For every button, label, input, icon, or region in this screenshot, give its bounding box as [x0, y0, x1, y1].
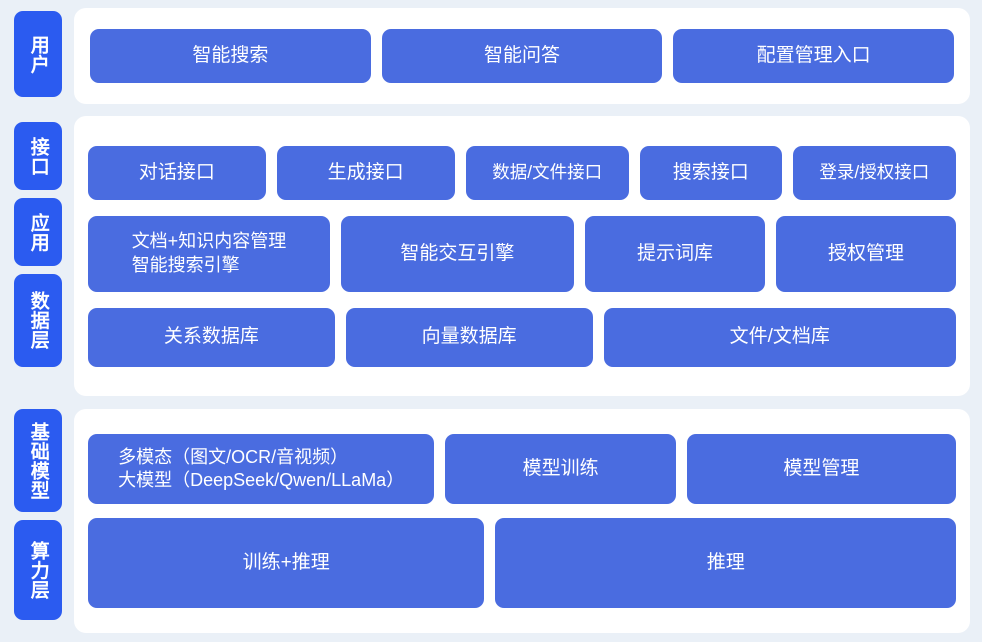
layer-tab-interface[interactable]: 接口 [14, 122, 62, 190]
box-prompt-library[interactable]: 提示词库 [584, 215, 765, 292]
section-model: 基础模型 算力层 多模态（图文/OCR/音视频） 大模型（DeepSeek/Qw… [14, 409, 970, 633]
row-user-entries: 智能搜索 智能问答 配置管理入口 [90, 29, 955, 83]
box-model-management[interactable]: 模型管理 [686, 434, 956, 504]
box-data-file-interface[interactable]: 数据/文件接口 [465, 145, 629, 200]
row-application: 文档+知识内容管理 智能搜索引擎 智能交互引擎 提示词库 授权管理 [88, 215, 956, 292]
row-interface: 对话接口 生成接口 数据/文件接口 搜索接口 登录/授权接口 [88, 145, 957, 200]
row-data-layer: 关系数据库 向量数据库 文件/文档库 [88, 307, 956, 367]
box-doc-knowledge-management[interactable]: 文档+知识内容管理 智能搜索引擎 [88, 215, 330, 292]
box-vector-database[interactable]: 向量数据库 [345, 307, 593, 367]
tab-column-stack: 接口 应用 数据层 [14, 116, 62, 396]
layer-tab-users[interactable]: 用户 [14, 11, 62, 97]
row-base-model: 多模态（图文/OCR/音视频） 大模型（DeepSeek/Qwen/LLaMa）… [88, 434, 956, 504]
row-compute-layer: 训练+推理 推理 [88, 518, 956, 608]
section-users: 用户 智能搜索 智能问答 配置管理入口 [14, 8, 970, 104]
box-smart-search[interactable]: 智能搜索 [90, 29, 371, 83]
box-relational-database[interactable]: 关系数据库 [88, 307, 335, 367]
panel-users: 智能搜索 智能问答 配置管理入口 [74, 8, 970, 104]
box-login-auth-interface[interactable]: 登录/授权接口 [792, 145, 957, 200]
section-stack: 接口 应用 数据层 对话接口 生成接口 数据/文件接口 搜索接口 登录/授权接口… [14, 116, 970, 396]
box-file-document-store[interactable]: 文件/文档库 [603, 307, 956, 367]
layer-tab-base-model[interactable]: 基础模型 [14, 409, 62, 512]
box-multimodal-large-model[interactable]: 多模态（图文/OCR/音视频） 大模型（DeepSeek/Qwen/LLaMa） [88, 434, 435, 504]
tab-column-users: 用户 [14, 8, 62, 104]
layer-tab-application[interactable]: 应用 [14, 198, 62, 266]
tab-column-model: 基础模型 算力层 [14, 409, 62, 633]
panel-stack: 对话接口 生成接口 数据/文件接口 搜索接口 登录/授权接口 文档+知识内容管理… [74, 116, 970, 396]
box-smart-qa[interactable]: 智能问答 [381, 29, 663, 83]
box-inference[interactable]: 推理 [495, 518, 956, 608]
layer-tab-data[interactable]: 数据层 [14, 274, 62, 367]
box-search-interface[interactable]: 搜索接口 [639, 145, 782, 200]
box-dialog-interface[interactable]: 对话接口 [88, 145, 266, 200]
box-generation-interface[interactable]: 生成接口 [276, 145, 455, 200]
box-training-inference[interactable]: 训练+推理 [88, 518, 485, 608]
box-model-training[interactable]: 模型训练 [445, 434, 676, 504]
layer-tab-compute[interactable]: 算力层 [14, 520, 62, 620]
box-config-management-entry[interactable]: 配置管理入口 [673, 29, 955, 83]
panel-model: 多模态（图文/OCR/音视频） 大模型（DeepSeek/Qwen/LLaMa）… [74, 409, 970, 633]
box-smart-interaction-engine[interactable]: 智能交互引擎 [340, 215, 574, 292]
box-authorization-management[interactable]: 授权管理 [775, 215, 956, 292]
